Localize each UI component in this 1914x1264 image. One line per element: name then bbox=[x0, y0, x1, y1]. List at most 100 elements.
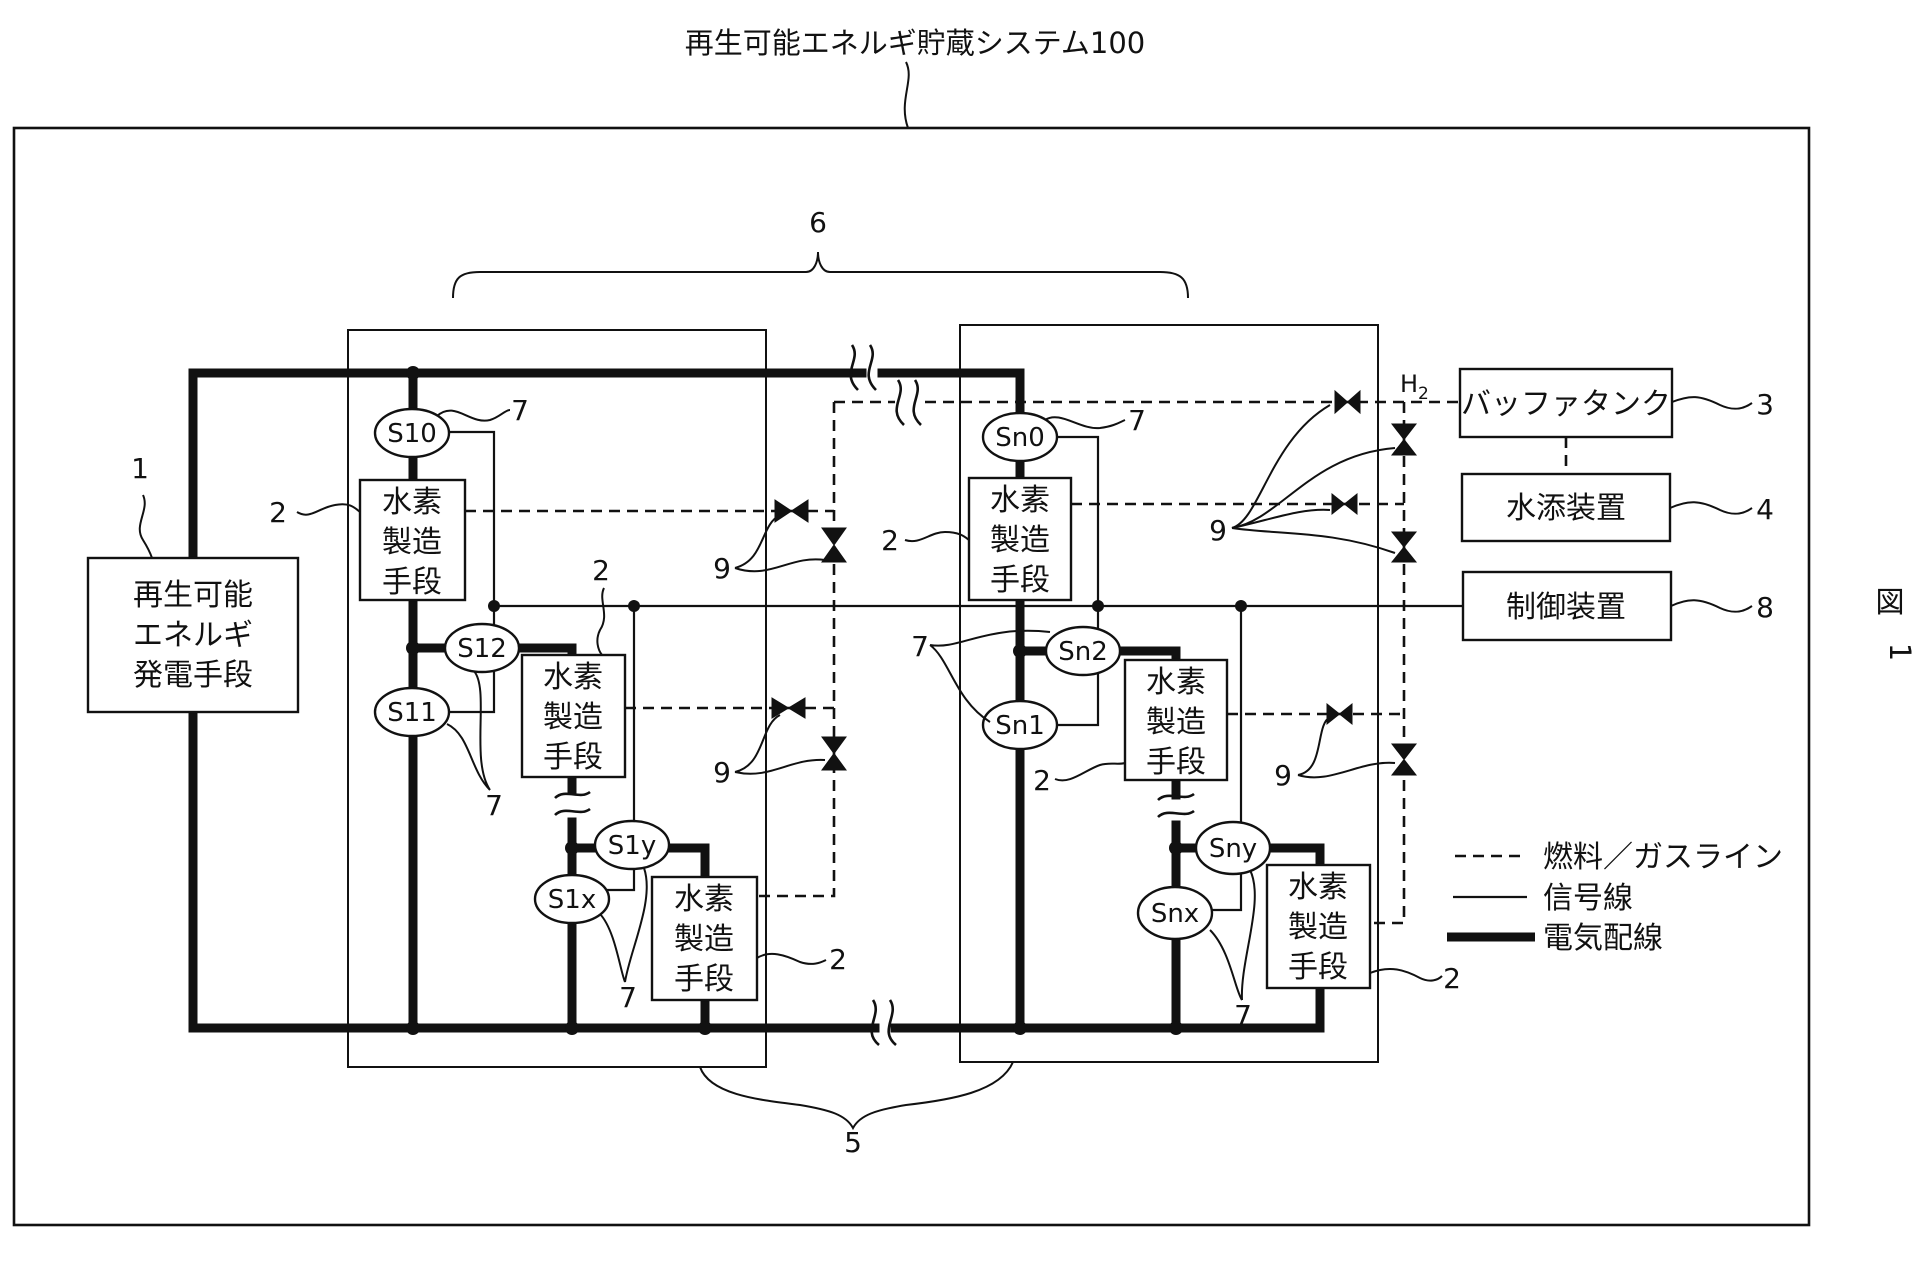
legend-label: 信号線 bbox=[1543, 881, 1633, 916]
controller-label: 制御装置 bbox=[1506, 590, 1626, 625]
legend-label: 燃料／ガスライン bbox=[1543, 840, 1783, 875]
buffer-tank-label: バッファタンク bbox=[1461, 387, 1671, 422]
hydrogenation-ref: 4 bbox=[1756, 493, 1774, 526]
source-line-3: 発電手段 bbox=[133, 658, 253, 693]
title-leader bbox=[903, 61, 910, 129]
h2-unit-line: 製造 bbox=[674, 922, 734, 957]
switch-label: S10 bbox=[387, 419, 437, 449]
legend-label: 電気配線 bbox=[1543, 921, 1663, 956]
source-line-2: エネルギ bbox=[133, 618, 253, 653]
h2-unit-line: 水素 bbox=[1288, 870, 1348, 905]
h2-unit-line: 手段 bbox=[543, 740, 603, 775]
h2-unit-line: 手段 bbox=[1288, 950, 1348, 985]
switch-label: S11 bbox=[387, 698, 437, 728]
valve-ref: 9 bbox=[1274, 759, 1292, 792]
switch-label: Sn1 bbox=[995, 711, 1045, 741]
group-ref: 5 bbox=[844, 1126, 862, 1159]
switch-ref: 7 bbox=[1234, 999, 1252, 1032]
h2-unit-ref: 2 bbox=[269, 496, 287, 529]
h2-unit-n-y[interactable]: 水素 製造 手段 bbox=[1265, 863, 1372, 990]
buffer-tank-leader bbox=[1671, 396, 1753, 410]
electrolyzer-group-1 bbox=[347, 329, 767, 1068]
h2-unit-line: 手段 bbox=[674, 962, 734, 997]
h2-unit-line: 水素 bbox=[674, 882, 734, 917]
hydrogenation-leader bbox=[1669, 501, 1753, 515]
legend-item-power: 電気配線 bbox=[1447, 921, 1663, 956]
h2-unit-ref: 2 bbox=[592, 554, 610, 587]
switch-snx[interactable]: Snx bbox=[1136, 885, 1214, 941]
h2-unit-line: 水素 bbox=[1146, 665, 1206, 700]
h2-unit-1-0[interactable]: 水素 製造 手段 bbox=[358, 478, 467, 602]
buffer-tank-box[interactable]: バッファタンク bbox=[1458, 367, 1674, 439]
h2-unit-1-1[interactable]: 水素 製造 手段 bbox=[520, 653, 627, 779]
switch-ref: 7 bbox=[619, 981, 637, 1014]
valve-icon bbox=[821, 736, 847, 771]
h2-unit-line: 製造 bbox=[990, 523, 1050, 558]
h2-unit-line: 水素 bbox=[382, 485, 442, 520]
h2-unit-ref: 2 bbox=[1443, 962, 1461, 995]
controller-box[interactable]: 制御装置 bbox=[1461, 570, 1673, 642]
group-bracket bbox=[699, 1061, 1014, 1131]
valve-icon bbox=[774, 499, 809, 523]
valve-icon bbox=[1334, 389, 1361, 415]
source-leader bbox=[138, 494, 153, 559]
h2-unit-ref: 2 bbox=[1033, 764, 1051, 797]
group-span-ref: 6 bbox=[809, 206, 827, 239]
valves bbox=[771, 389, 1418, 776]
hydrogenation-box[interactable]: 水添装置 bbox=[1460, 472, 1672, 543]
controller-leader bbox=[1670, 599, 1753, 613]
signal-wiring bbox=[442, 430, 1462, 912]
valve-icon bbox=[1390, 531, 1418, 563]
h2-unit-line: 製造 bbox=[1288, 910, 1348, 945]
valve-icon bbox=[1390, 743, 1418, 776]
valve-icon bbox=[1326, 702, 1353, 726]
switch-s1y[interactable]: S1y bbox=[593, 819, 671, 871]
h2-unit-ref: 2 bbox=[881, 524, 899, 557]
valve-icon bbox=[1390, 423, 1418, 456]
h2-unit-line: 水素 bbox=[990, 483, 1050, 518]
buffer-tank-ref: 3 bbox=[1756, 388, 1774, 421]
source-line-1: 再生可能 bbox=[133, 578, 253, 613]
h2-unit-line: 製造 bbox=[382, 525, 442, 560]
controller-ref: 8 bbox=[1756, 591, 1774, 624]
switch-sn0[interactable]: Sn0 bbox=[981, 411, 1059, 463]
valve-ref: 9 bbox=[713, 552, 731, 585]
valve-icon bbox=[821, 527, 847, 563]
legend-item-signal: 信号線 bbox=[1453, 881, 1633, 916]
h2-unit-line: 製造 bbox=[543, 700, 603, 735]
switch-s11[interactable]: S11 bbox=[373, 686, 451, 738]
switch-label: Sny bbox=[1209, 834, 1257, 864]
h2-unit-n-0[interactable]: 水素 製造 手段 bbox=[967, 476, 1073, 602]
switch-label: S1y bbox=[608, 831, 656, 861]
switch-sn2[interactable]: Sn2 bbox=[1044, 625, 1122, 677]
reference-leaders bbox=[296, 404, 1443, 1001]
h2-unit-ref: 2 bbox=[829, 943, 847, 976]
hydrogenation-label: 水添装置 bbox=[1506, 491, 1626, 526]
group-span-bracket bbox=[452, 251, 1189, 299]
h2-unit-line: 手段 bbox=[1146, 745, 1206, 780]
switch-sny[interactable]: Sny bbox=[1194, 820, 1272, 876]
renewable-source-box[interactable]: 再生可能 エネルギ 発電手段 bbox=[86, 556, 300, 714]
legend: 燃料／ガスライン 信号線 電気配線 bbox=[1447, 840, 1783, 956]
system-boundary bbox=[12, 126, 1811, 1227]
switch-label: S12 bbox=[457, 634, 507, 664]
switch-label: S1x bbox=[548, 885, 596, 915]
switch-s12[interactable]: S12 bbox=[443, 622, 521, 674]
h2-label: H2 bbox=[1400, 370, 1429, 404]
h2-unit-line: 手段 bbox=[382, 565, 442, 600]
switch-ref: 7 bbox=[911, 630, 929, 663]
switch-label: Sn0 bbox=[995, 423, 1045, 453]
switch-s10[interactable]: S10 bbox=[373, 407, 451, 459]
h2-unit-n-1[interactable]: 水素 製造 手段 bbox=[1123, 658, 1229, 782]
electrolyzer-group-n bbox=[959, 324, 1379, 1063]
signal-junctions bbox=[488, 600, 1247, 612]
switch-sn1[interactable]: Sn1 bbox=[981, 699, 1059, 751]
h2-unit-line: 水素 bbox=[543, 660, 603, 695]
h2-unit-1-y[interactable]: 水素 製造 手段 bbox=[650, 875, 759, 1002]
figure-label-number: 1 bbox=[1883, 643, 1914, 661]
switch-ref: 7 bbox=[485, 789, 503, 822]
switch-s1x[interactable]: S1x bbox=[533, 873, 611, 925]
system-title: 再生可能エネルギ貯蔵システム100 bbox=[685, 26, 1145, 60]
wire-break-marks bbox=[554, 344, 1195, 1046]
